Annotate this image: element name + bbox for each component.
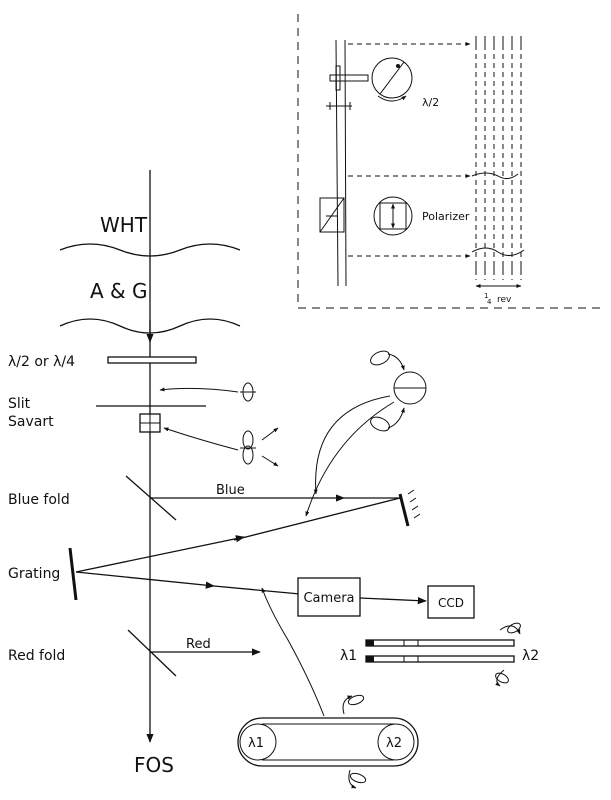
inset-halfwave-label: λ/2: [422, 96, 439, 109]
waveplate-element: [107, 356, 197, 364]
camera-label: Camera: [303, 591, 354, 606]
savart-label: Savart: [8, 414, 54, 430]
belt-lambda2-label: λ2: [386, 736, 402, 751]
inset-border: [297, 14, 606, 309]
inset-beam-right: [344, 39, 347, 287]
wht-label: WHT: [100, 213, 148, 237]
waveplate-label: λ/2 or λ/4: [8, 354, 75, 370]
slit-rotator-icon: [159, 382, 256, 402]
inset-halfwave-plate: [326, 65, 369, 110]
camera-box: [297, 577, 361, 617]
camera-to-ccd-beam: [359, 596, 427, 605]
inset-quarter-num: 1: [484, 292, 488, 300]
savart-rotator-icon: [163, 427, 279, 467]
inset-quarter-den: 4: [487, 298, 492, 306]
wht-wave-divider: [59, 243, 241, 257]
grating-to-camera-beam: [75, 571, 215, 589]
inset-halfwave-rotator-icon: [371, 57, 413, 102]
collimator-mirror: [398, 493, 410, 527]
inset-rev-label: rev: [497, 295, 512, 305]
filter-lambda2-label: λ2: [522, 648, 539, 664]
red-fold-mirror: [127, 629, 177, 677]
fos-label: FOS: [134, 753, 174, 777]
mirror-to-grating-beam: [233, 497, 401, 541]
grating-element: [68, 547, 78, 601]
filter-belt: [237, 587, 419, 789]
filter-slide-group: [365, 622, 521, 687]
blue-fold-label: Blue fold: [8, 492, 70, 508]
inset-rotation-columns: [471, 36, 525, 288]
filter-lambda1-label: λ1: [340, 648, 357, 664]
grating-rotator-icon: [305, 350, 427, 517]
inset-polarizer-prism: [319, 197, 345, 233]
ag-label: A & G: [90, 279, 148, 303]
polarimeter-inset: λ/2 Polarizer: [297, 14, 606, 309]
ccd-label: CCD: [438, 596, 464, 610]
red-fold-label: Red fold: [8, 648, 65, 664]
inset-polarizer-icon: [373, 196, 413, 236]
grating-label: Grating: [8, 566, 60, 582]
belt-lambda1-label: λ1: [248, 736, 264, 751]
blue-beam-label: Blue: [216, 483, 245, 498]
inset-polarizer-label: Polarizer: [422, 210, 470, 223]
red-beam-label: Red: [186, 637, 211, 652]
ag-wave-divider: [59, 318, 241, 334]
ccd-box: [427, 585, 475, 619]
slit-label: Slit: [8, 396, 31, 412]
